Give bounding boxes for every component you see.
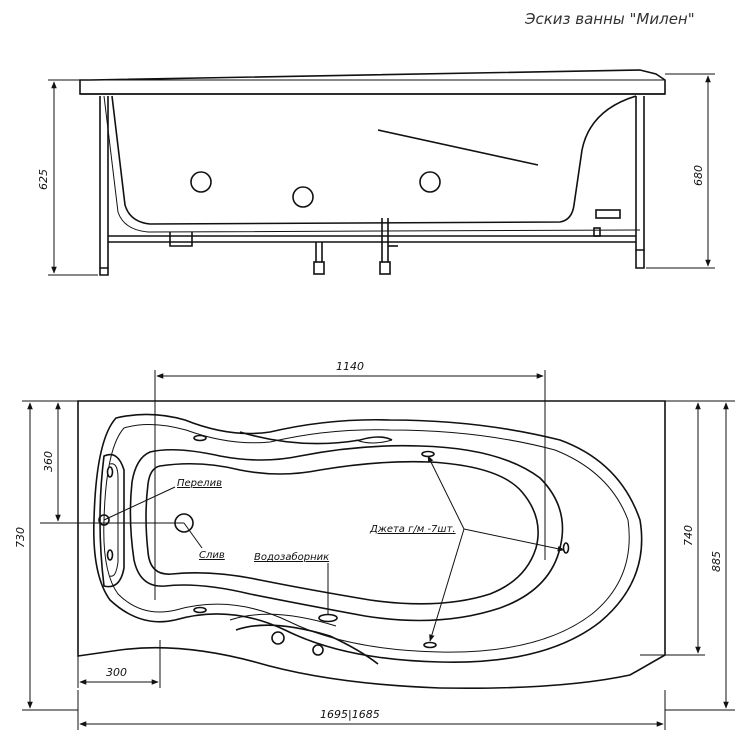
dim-length-bottom: 1695|1685 bbox=[320, 708, 380, 721]
jet-circle bbox=[419, 171, 441, 193]
dim-depth-right-inner: 740 bbox=[682, 525, 695, 546]
water-intake bbox=[318, 613, 338, 623]
label-jets: Джета г/м -7шт. bbox=[369, 524, 456, 535]
label-overflow: Перелив bbox=[177, 478, 222, 489]
dim-height-right: 680 bbox=[692, 165, 705, 186]
dim-bottom-left: 300 bbox=[106, 666, 127, 679]
overflow-hole bbox=[98, 514, 110, 526]
dim-height-left: 625 bbox=[37, 169, 50, 190]
dim-width-top: 1140 bbox=[336, 360, 364, 373]
label-drain: Слив bbox=[199, 550, 225, 561]
label-water-intake: Водозаборник bbox=[254, 551, 329, 563]
side-view: 625 680 bbox=[37, 69, 715, 276]
top-view: Перелив Слив Водозаборник Джета г/м -7шт… bbox=[14, 360, 735, 730]
sketch-title: Эскиз ванны "Милен" bbox=[524, 10, 695, 28]
dim-depth-right-outer: 885 bbox=[710, 551, 723, 572]
dim-depth-left-inner: 360 bbox=[42, 451, 55, 472]
jet-circle bbox=[190, 171, 212, 193]
jet-circle bbox=[292, 186, 314, 208]
dim-depth-left-outer: 730 bbox=[14, 527, 27, 548]
